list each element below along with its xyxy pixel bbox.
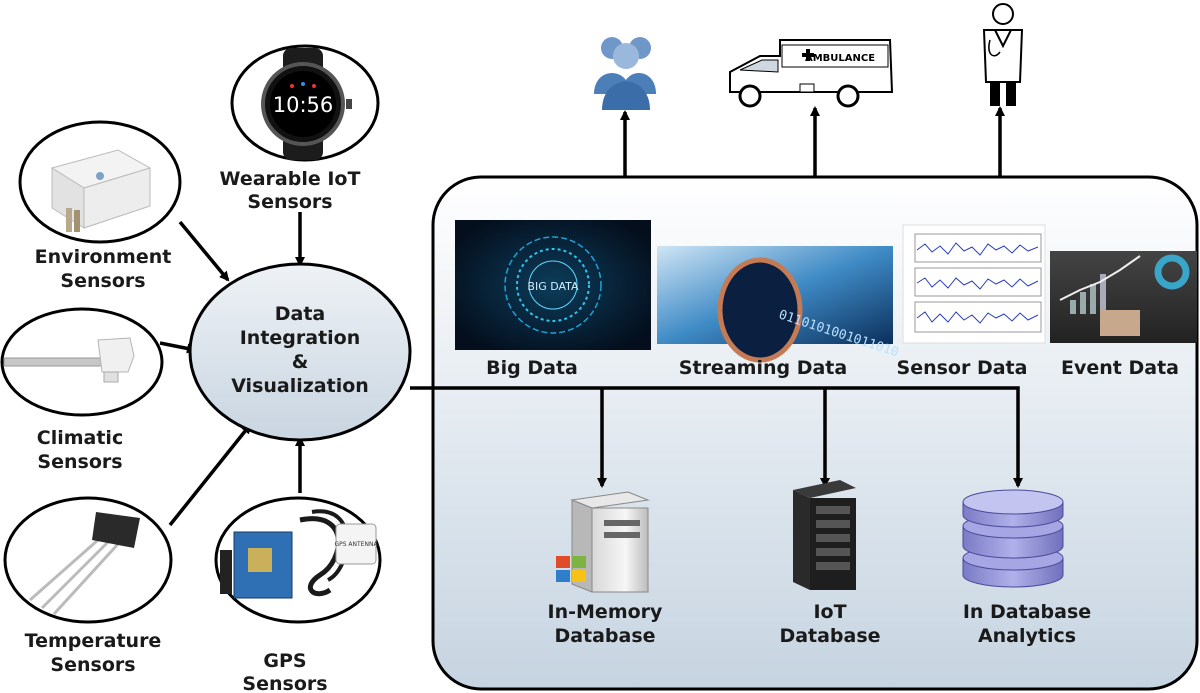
temperature-sensor: Temperature Sensors [3,496,173,676]
sensor-chart-icon [914,233,1042,333]
in-database-analytics: In Database Analytics [962,489,1091,647]
event-chart-icon [1059,254,1190,336]
central-line-2: Integration [240,327,361,349]
environment-sensor: Environment Sensors [18,120,182,292]
windows-logo-icon [556,556,586,582]
temperature-label-1: Temperature [25,630,162,652]
gps-antenna-text: GPS ANTENNA [334,541,378,548]
wearable-sensor: 10:56 Wearable IoT Sensors [220,44,380,213]
ambulance-icon: AMBULANCE [729,39,894,108]
streaming-data-tile: 0110101001011010 Streaming Data [657,246,901,379]
rack-server-icon [793,480,856,590]
climatic-label-1: Climatic [37,427,123,449]
iot-db-label-1: IoT [813,601,846,623]
gps-antenna-icon [335,523,377,565]
people-icon [594,37,656,110]
in-memory-label-1: In-Memory [548,601,663,623]
server-icon [570,491,650,593]
connectors [159,106,1023,527]
big-data-label: Big Data [486,357,578,379]
in-memory-label-2: Database [554,625,655,647]
environment-label-2: Sensors [60,270,145,292]
central-line-4: Visualization [231,375,369,397]
arrow-environment [178,220,230,282]
sensor-data-label: Sensor Data [897,357,1028,379]
central-line-3: & [292,351,309,373]
environment-device-icon [50,149,152,232]
sensor-data-tile: Sensor Data [897,224,1046,379]
environment-label-1: Environment [35,246,172,268]
gps-label-2: Sensors [242,673,327,693]
event-data-label: Event Data [1061,357,1179,379]
in-memory-database: In-Memory Database [548,491,663,647]
streaming-data-label: Streaming Data [679,357,847,379]
event-data-tile: Event Data [1050,251,1197,379]
iot-database: IoT Database [779,480,881,647]
analytics-label-1: In Database [963,601,1091,623]
temperature-probe-icon [29,512,140,616]
gps-label-1: GPS [263,650,306,672]
climatic-sensor: Climatic Sensors [0,307,164,473]
gps-module-icon: GPS ANTENNA [220,509,378,599]
integration-node: Data Integration & Visualization [188,262,412,442]
climatic-label-2: Sensors [37,451,122,473]
watch-time: 10:56 [273,93,334,117]
arrow-temperature [168,423,252,527]
ambulance-text: AMBULANCE [805,53,875,64]
big-data-image-text: BIG DATA [527,280,579,293]
database-cylinder-icon [962,489,1064,588]
iot-db-label-2: Database [779,625,880,647]
climatic-device-icon [3,337,135,383]
central-line-1: Data [275,303,326,325]
temperature-label-2: Sensors [50,654,135,676]
bus-line [410,386,1023,488]
analytics-label-2: Analytics [978,625,1076,647]
wearable-label-1: Wearable IoT [220,168,361,190]
doctor-icon [982,3,1024,106]
gps-sensor: GPS ANTENNA GPS Sensors [214,496,382,693]
big-data-tile: BIG DATA Big Data [455,220,651,379]
wearable-label-2: Sensors [247,191,332,213]
